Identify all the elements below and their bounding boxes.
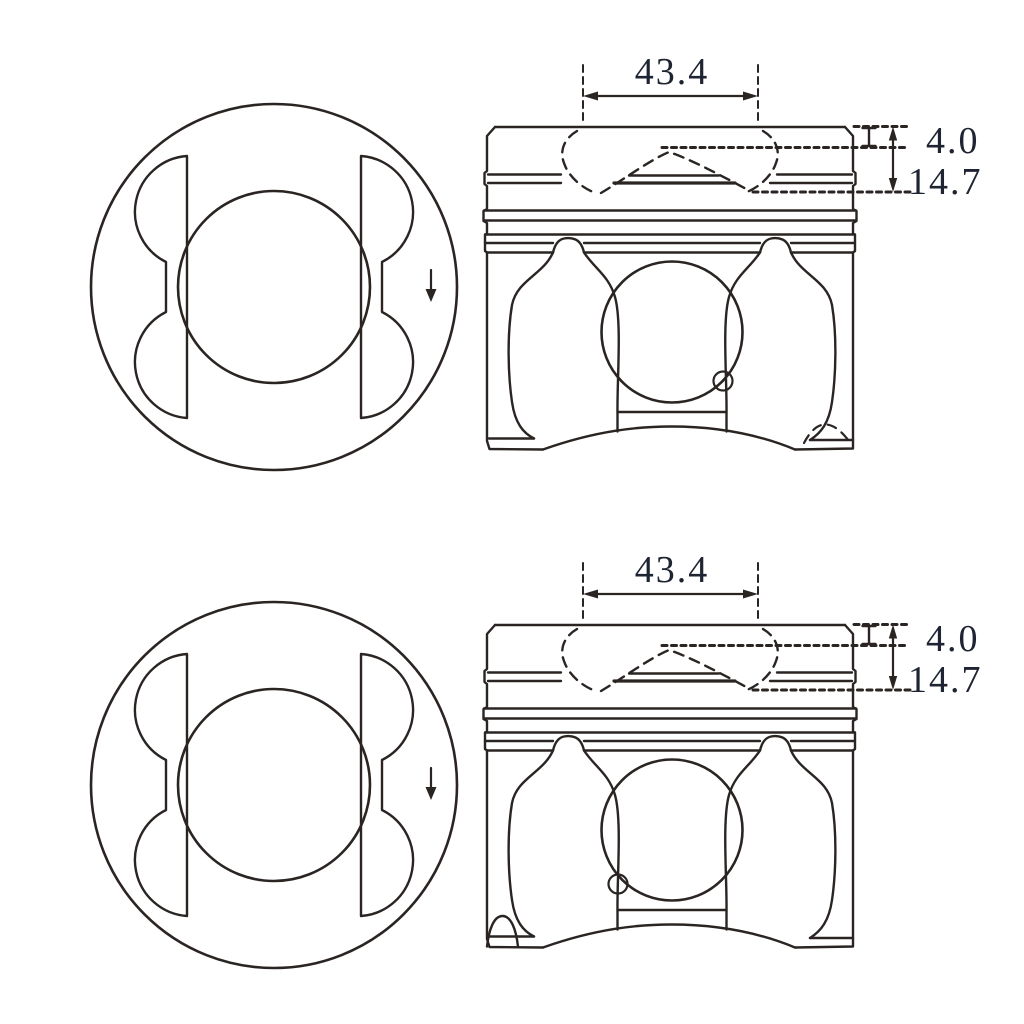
dim-bowl-width-bottom: 43.4 bbox=[634, 549, 710, 591]
piston-unit-bottom bbox=[89, 561, 913, 970]
piston-drawing bbox=[89, 561, 913, 970]
dim-lip-depth-top: 4.0 bbox=[926, 120, 980, 162]
dim-bowl-depth-bottom: 14.7 bbox=[908, 659, 983, 701]
hidden-arc-dashed bbox=[802, 423, 851, 445]
dim-bowl-width-top: 43.4 bbox=[634, 51, 710, 93]
piston-drawing bbox=[89, 63, 913, 472]
pin-notch-circle bbox=[712, 370, 734, 392]
piston-unit-top bbox=[89, 63, 913, 472]
pin-notch-circle bbox=[607, 873, 629, 895]
dim-bowl-depth-top: 14.7 bbox=[908, 161, 983, 203]
skirt-dome-detail bbox=[485, 914, 520, 948]
dim-lip-depth-bottom: 4.0 bbox=[926, 618, 980, 660]
